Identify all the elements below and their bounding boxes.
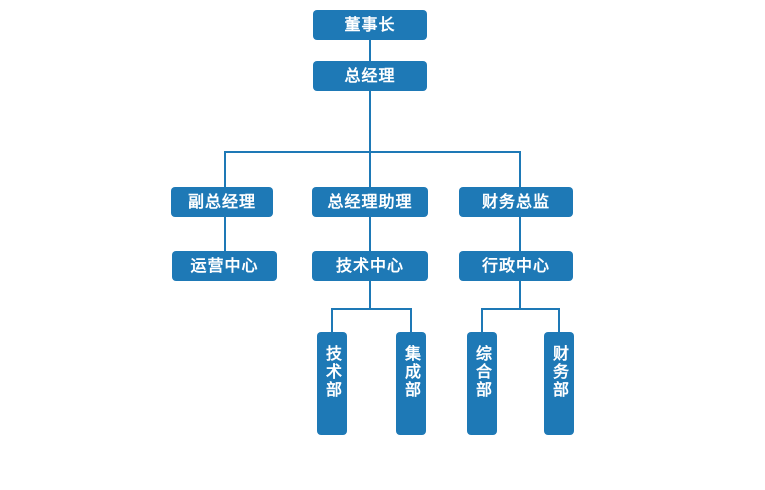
org-node-technology-center[interactable]: 技术中心 [312, 251, 428, 281]
org-node-finance-director[interactable]: 财务总监 [459, 187, 573, 217]
org-node-technology-dept[interactable]: 技术部 [317, 332, 347, 435]
connector-line [369, 39, 371, 62]
connector-line [481, 309, 483, 332]
org-node-finance-dept[interactable]: 财务部 [544, 332, 574, 435]
connector-line [519, 152, 521, 187]
connector-line [224, 152, 226, 187]
connector-line [369, 91, 371, 152]
connector-line [481, 308, 560, 310]
org-node-general-affairs-dept[interactable]: 综合部 [467, 332, 497, 435]
org-node-deputy-general-manager[interactable]: 副总经理 [171, 187, 273, 217]
connector-line [519, 281, 521, 310]
org-node-label: 财务总监 [481, 192, 550, 211]
org-node-label: 总经理助理 [327, 192, 413, 211]
org-node-operations-center[interactable]: 运营中心 [172, 251, 277, 281]
org-node-label: 技术部 [323, 345, 342, 399]
org-node-label: 财务部 [550, 345, 569, 399]
org-node-label: 综合部 [473, 345, 492, 399]
org-node-chairman[interactable]: 董事长 [313, 10, 427, 40]
org-node-label: 副总经理 [187, 192, 256, 211]
org-node-admin-center[interactable]: 行政中心 [459, 251, 573, 281]
connector-line [331, 309, 333, 332]
connector-line [410, 309, 412, 332]
org-node-general-manager[interactable]: 总经理 [313, 61, 427, 91]
org-node-gm-assistant[interactable]: 总经理助理 [312, 187, 428, 217]
org-node-label: 运营中心 [190, 256, 259, 275]
org-node-label: 董事长 [344, 15, 396, 34]
org-node-label: 行政中心 [481, 256, 550, 275]
org-node-integration-dept[interactable]: 集成部 [396, 332, 426, 435]
connector-line [369, 217, 371, 251]
connector-line [369, 152, 371, 187]
connector-line [558, 309, 560, 332]
connector-line [224, 217, 226, 251]
org-node-label: 总经理 [344, 66, 396, 85]
connector-line [331, 308, 412, 310]
connector-line [224, 151, 521, 153]
org-node-label: 集成部 [402, 345, 421, 399]
org-node-label: 技术中心 [335, 256, 404, 275]
connector-line [519, 217, 521, 251]
connector-line [369, 281, 371, 310]
